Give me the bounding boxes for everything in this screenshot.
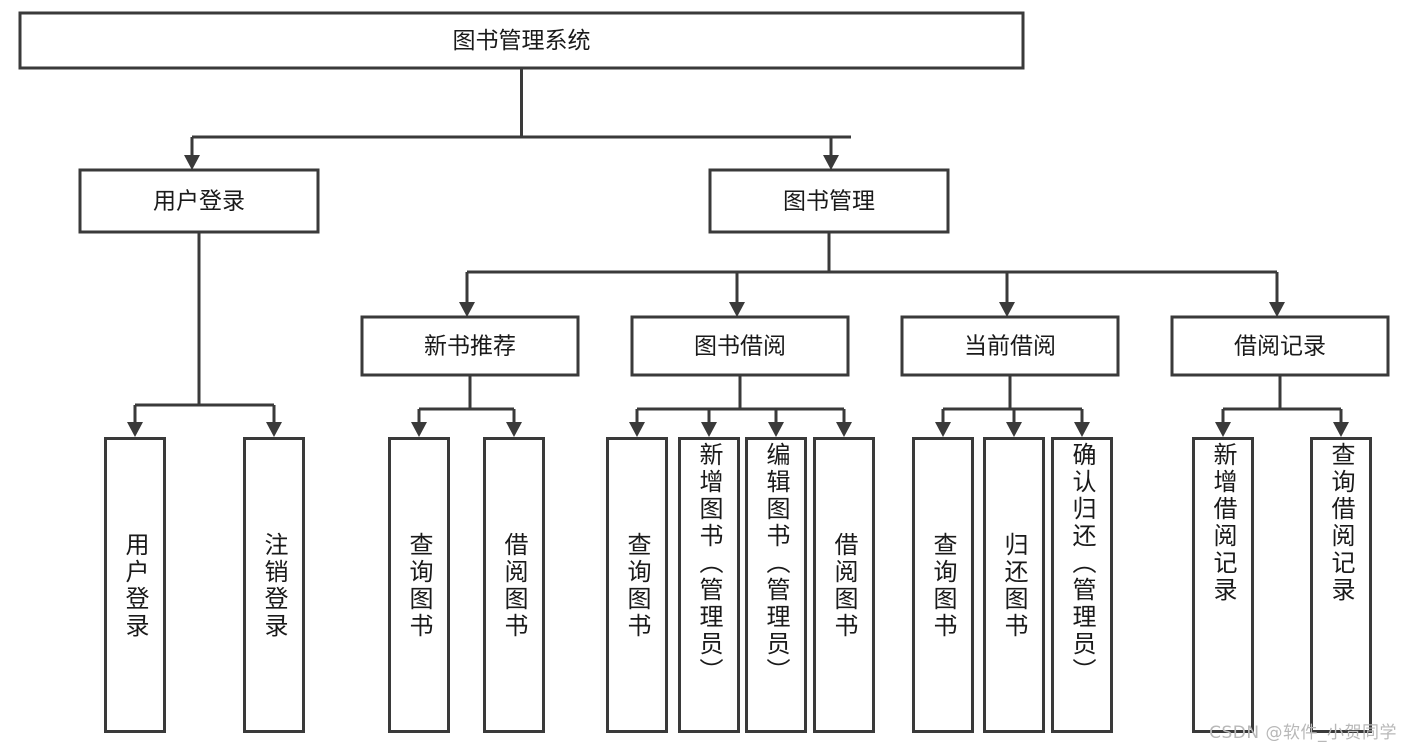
node-label: 确认归还（管理员） [1068, 442, 1096, 685]
node-leaf-query-book-recommend[interactable]: 查询图书 [388, 437, 450, 733]
arrow-head-icon [729, 302, 745, 317]
arrow-head-icon [411, 422, 427, 437]
connector-borrow-to-leaves [629, 375, 852, 437]
node-leaf-add-book-admin[interactable]: 新增图书（管理员） [678, 437, 740, 733]
connector-record-to-leaves [1215, 375, 1349, 437]
node-leaf-borrow-book-recommend[interactable]: 借阅图书 [483, 437, 545, 733]
arrow-head-icon [768, 422, 784, 437]
connector-line [1221, 375, 1343, 423]
node-label: 新增图书（管理员） [695, 442, 723, 685]
arrow-head-icon [701, 422, 717, 437]
node-label: 图书借阅 [694, 334, 786, 360]
node-leaf-return-book[interactable]: 归还图书 [983, 437, 1045, 733]
node-label: 查询图书 [405, 532, 433, 640]
node-box[interactable] [708, 168, 950, 234]
node-leaf-query-book-current[interactable]: 查询图书 [912, 437, 974, 733]
connectors-layer [127, 68, 1349, 437]
node-label: 借阅图书 [500, 532, 528, 640]
node-leaf-query-borrow-record[interactable]: 查询借阅记录 [1310, 437, 1372, 733]
connector-current-to-leaves [935, 375, 1090, 437]
node-borrow-record[interactable]: 借阅记录 [1170, 315, 1390, 377]
node-box[interactable] [1170, 315, 1390, 377]
node-label: 编辑图书（管理员） [762, 442, 790, 685]
arrow-head-icon [127, 422, 143, 437]
node-leaf-add-borrow-record[interactable]: 新增借阅记录 [1192, 437, 1254, 733]
node-box[interactable] [360, 315, 580, 377]
connector-line [133, 232, 276, 423]
arrow-head-icon [1269, 302, 1285, 317]
node-label: 用户登录 [153, 189, 245, 215]
arrow-head-icon [1333, 422, 1349, 437]
connector-recommend-to-leaves [411, 375, 522, 437]
arrow-head-icon [459, 302, 475, 317]
connector-line [190, 68, 851, 156]
node-label: 图书管理 [783, 189, 875, 215]
arrow-head-icon [629, 422, 645, 437]
node-leaf-logout-login[interactable]: 注销登录 [243, 437, 305, 733]
node-book-management[interactable]: 图书管理 [708, 168, 950, 234]
arrow-head-icon [999, 302, 1015, 317]
node-label: 借阅图书 [830, 532, 858, 640]
connector-root-to-level2 [184, 68, 851, 170]
connector-line [465, 232, 1279, 303]
node-label: 当前借阅 [964, 334, 1056, 360]
node-label: 查询图书 [623, 532, 651, 640]
node-label: 归还图书 [1000, 532, 1028, 640]
node-label: 查询图书 [929, 532, 957, 640]
arrow-head-icon [935, 422, 951, 437]
node-box[interactable] [900, 315, 1120, 377]
node-current-borrow[interactable]: 当前借阅 [900, 315, 1120, 377]
arrow-head-icon [823, 155, 839, 170]
node-new-book-recommend[interactable]: 新书推荐 [360, 315, 580, 377]
node-book-borrow[interactable]: 图书借阅 [630, 315, 850, 377]
node-box[interactable] [630, 315, 850, 377]
node-leaf-edit-book-admin[interactable]: 编辑图书（管理员） [745, 437, 807, 733]
arrow-head-icon [1215, 422, 1231, 437]
node-label: 注销登录 [260, 532, 288, 640]
node-leaf-confirm-return-admin[interactable]: 确认归还（管理员） [1051, 437, 1113, 733]
arrow-head-icon [506, 422, 522, 437]
connector-line [941, 375, 1084, 423]
node-label: 用户登录 [121, 532, 149, 640]
connector-line [417, 375, 516, 423]
node-box[interactable] [78, 168, 320, 234]
node-label: 新增借阅记录 [1209, 442, 1237, 604]
connector-user-login-to-leaves [127, 232, 282, 437]
node-root[interactable]: 图书管理系统 [18, 11, 1025, 70]
arrow-head-icon [1074, 422, 1090, 437]
arrow-head-icon [1006, 422, 1022, 437]
arrow-head-icon [836, 422, 852, 437]
node-user-login[interactable]: 用户登录 [78, 168, 320, 234]
node-leaf-borrow-book[interactable]: 借阅图书 [813, 437, 875, 733]
node-box[interactable] [18, 11, 1025, 70]
node-label: 图书管理系统 [453, 28, 591, 54]
connector-level2-to-level3 [459, 232, 1285, 317]
node-leaf-user-login[interactable]: 用户登录 [104, 437, 166, 733]
node-leaf-query-book-borrow[interactable]: 查询图书 [606, 437, 668, 733]
connector-line [635, 375, 846, 423]
arrow-head-icon [184, 155, 200, 170]
node-label: 新书推荐 [424, 334, 516, 360]
arrow-head-icon [266, 422, 282, 437]
node-label: 借阅记录 [1234, 334, 1326, 360]
node-label: 查询借阅记录 [1327, 442, 1355, 604]
